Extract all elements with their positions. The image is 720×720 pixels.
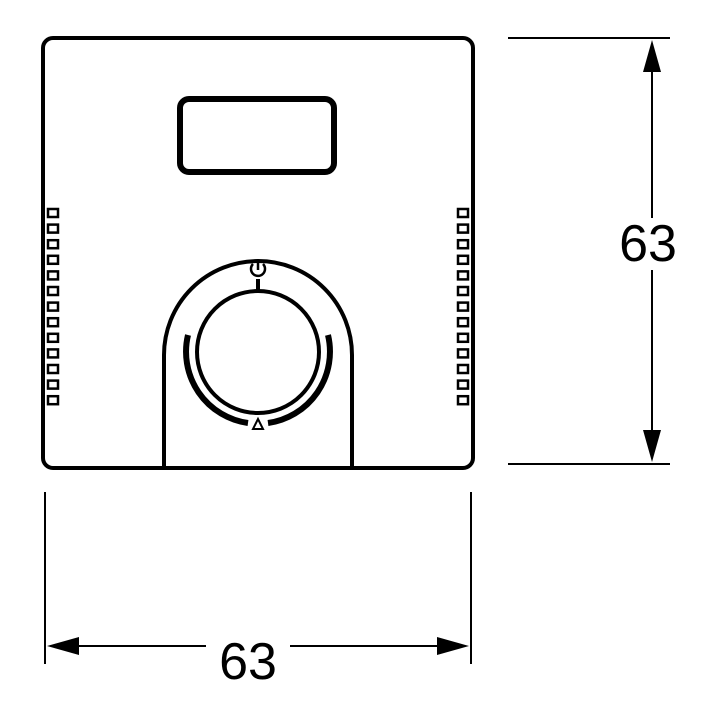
height-dimension-label: 63 — [606, 218, 690, 270]
width-dimension-label: 63 — [206, 636, 290, 688]
power-symbol-icon — [249, 259, 267, 278]
vent-slot — [46, 301, 60, 312]
arrow-down-icon — [643, 430, 661, 462]
arrow-up-icon — [643, 40, 661, 72]
scale-arc-left — [183, 334, 249, 426]
vent-slot — [46, 363, 60, 375]
vent-slot — [46, 348, 60, 359]
vent-slot — [456, 285, 470, 297]
vent-slot — [46, 207, 60, 219]
arrow-left-icon — [47, 637, 79, 655]
vent-slot — [46, 379, 60, 390]
vent-slot — [46, 223, 60, 234]
triangle-marker-icon — [251, 416, 265, 430]
vent-slot — [46, 238, 60, 250]
vent-slot — [456, 394, 470, 406]
vent-slot — [456, 238, 470, 250]
vent-slot — [456, 223, 470, 234]
vent-slot — [456, 363, 470, 375]
vent-slots-right — [456, 207, 470, 406]
arrow-right-icon — [437, 637, 469, 655]
vent-slot — [46, 316, 60, 328]
rotary-knob — [195, 289, 321, 415]
vent-slots-left — [46, 207, 60, 406]
scale-arc-right — [267, 334, 333, 426]
vent-slot — [456, 207, 470, 219]
vent-slot — [456, 254, 470, 266]
vent-slot — [46, 270, 60, 281]
vent-slot — [456, 379, 470, 390]
vent-slot — [456, 316, 470, 328]
vent-slot — [456, 332, 470, 344]
vent-slot — [456, 270, 470, 281]
cover-plate-outline — [41, 36, 475, 470]
vent-slot — [46, 285, 60, 297]
vent-slot — [46, 332, 60, 344]
vent-slot — [456, 301, 470, 312]
vent-slot — [46, 394, 60, 406]
vent-slot — [46, 254, 60, 266]
display-window — [177, 96, 337, 175]
vent-slot — [456, 348, 470, 359]
